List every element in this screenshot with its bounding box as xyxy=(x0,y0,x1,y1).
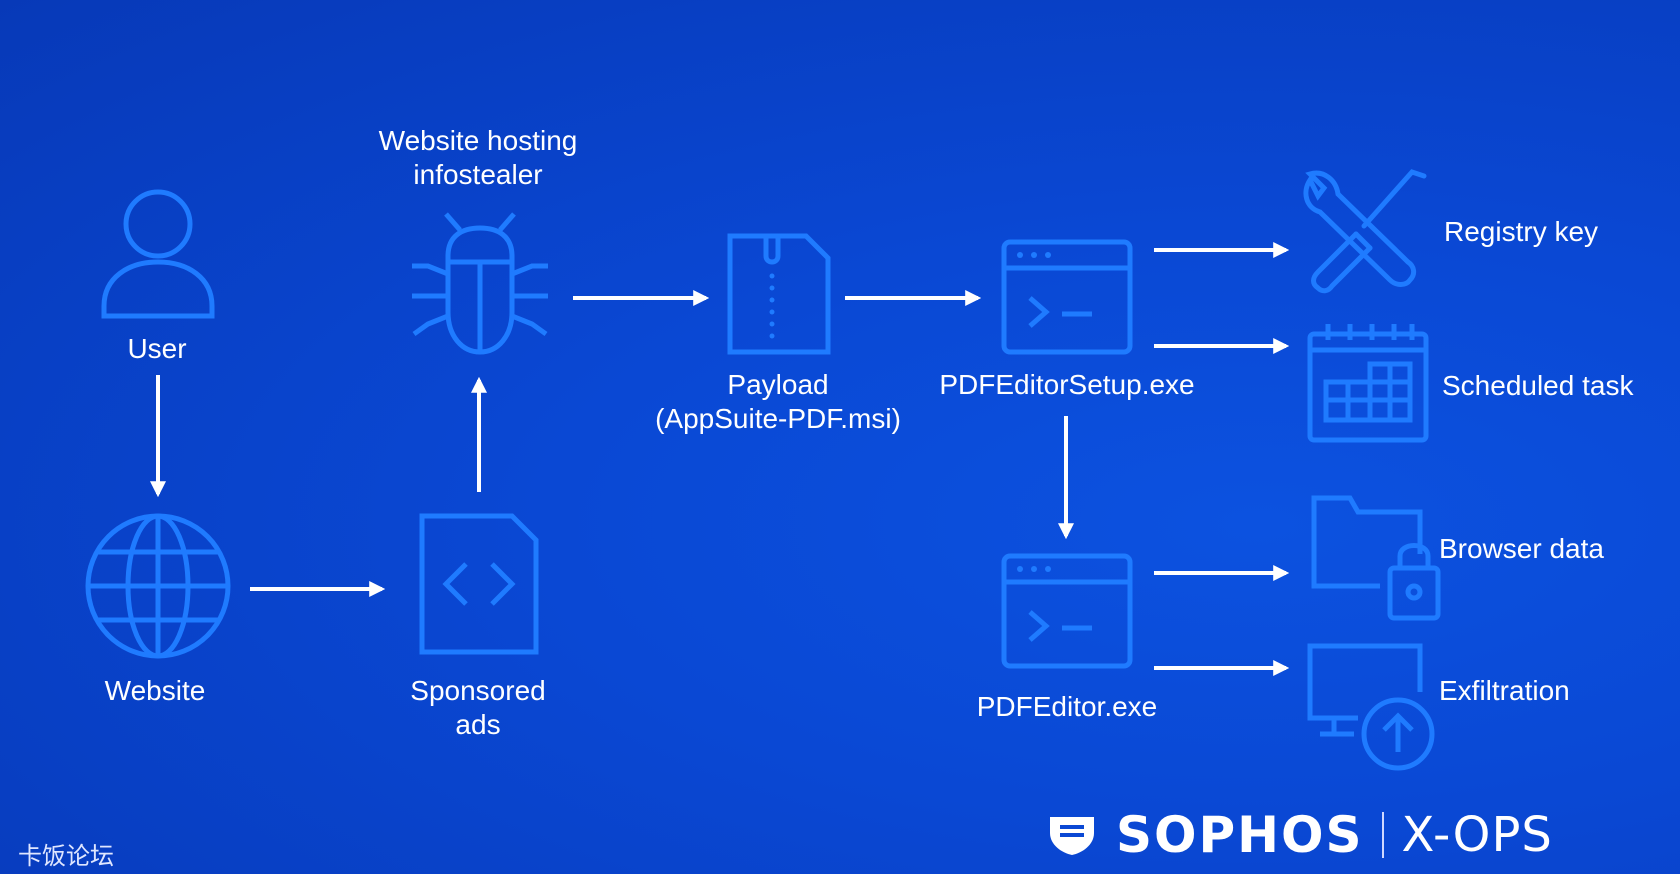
brand-name: SOPHOS xyxy=(1116,806,1364,864)
user-icon xyxy=(101,189,215,319)
user-label: User xyxy=(127,333,187,364)
exfil-label: Exfiltration xyxy=(1439,675,1570,706)
payload-label: Payload (AppSuite-PDF.msi) xyxy=(655,369,901,434)
brand-sub: X-OPS xyxy=(1401,807,1553,863)
globe-icon xyxy=(85,513,231,659)
registry-label: Registry key xyxy=(1444,216,1599,247)
tools-icon xyxy=(1303,169,1427,294)
calendar-icon xyxy=(1307,324,1429,443)
sponsored-ads-label: Sponsored ads xyxy=(410,675,546,740)
sophos-logo: SOPHOS X-OPS xyxy=(1046,806,1553,864)
upload-monitor-icon xyxy=(1307,643,1435,771)
locked-folder-icon xyxy=(1311,495,1441,621)
editor-label: PDFEditor.exe xyxy=(976,691,1158,722)
setup-label: PDFEditorSetup.exe xyxy=(939,369,1195,400)
watermark: 卡饭论坛 xyxy=(18,842,114,870)
terminal-window-icon xyxy=(1001,239,1133,355)
terminal-window-icon xyxy=(1001,553,1133,669)
hosting-label: Website hosting infostealer xyxy=(378,125,578,190)
scheduled-label: Scheduled task xyxy=(1442,370,1634,401)
website-label: Website xyxy=(104,675,206,706)
zip-file-icon xyxy=(727,233,831,355)
shield-icon xyxy=(1050,817,1094,855)
bug-icon xyxy=(412,212,548,355)
brand-divider xyxy=(1381,812,1384,858)
code-file-icon xyxy=(419,513,539,655)
browser-label: Browser data xyxy=(1439,533,1604,564)
